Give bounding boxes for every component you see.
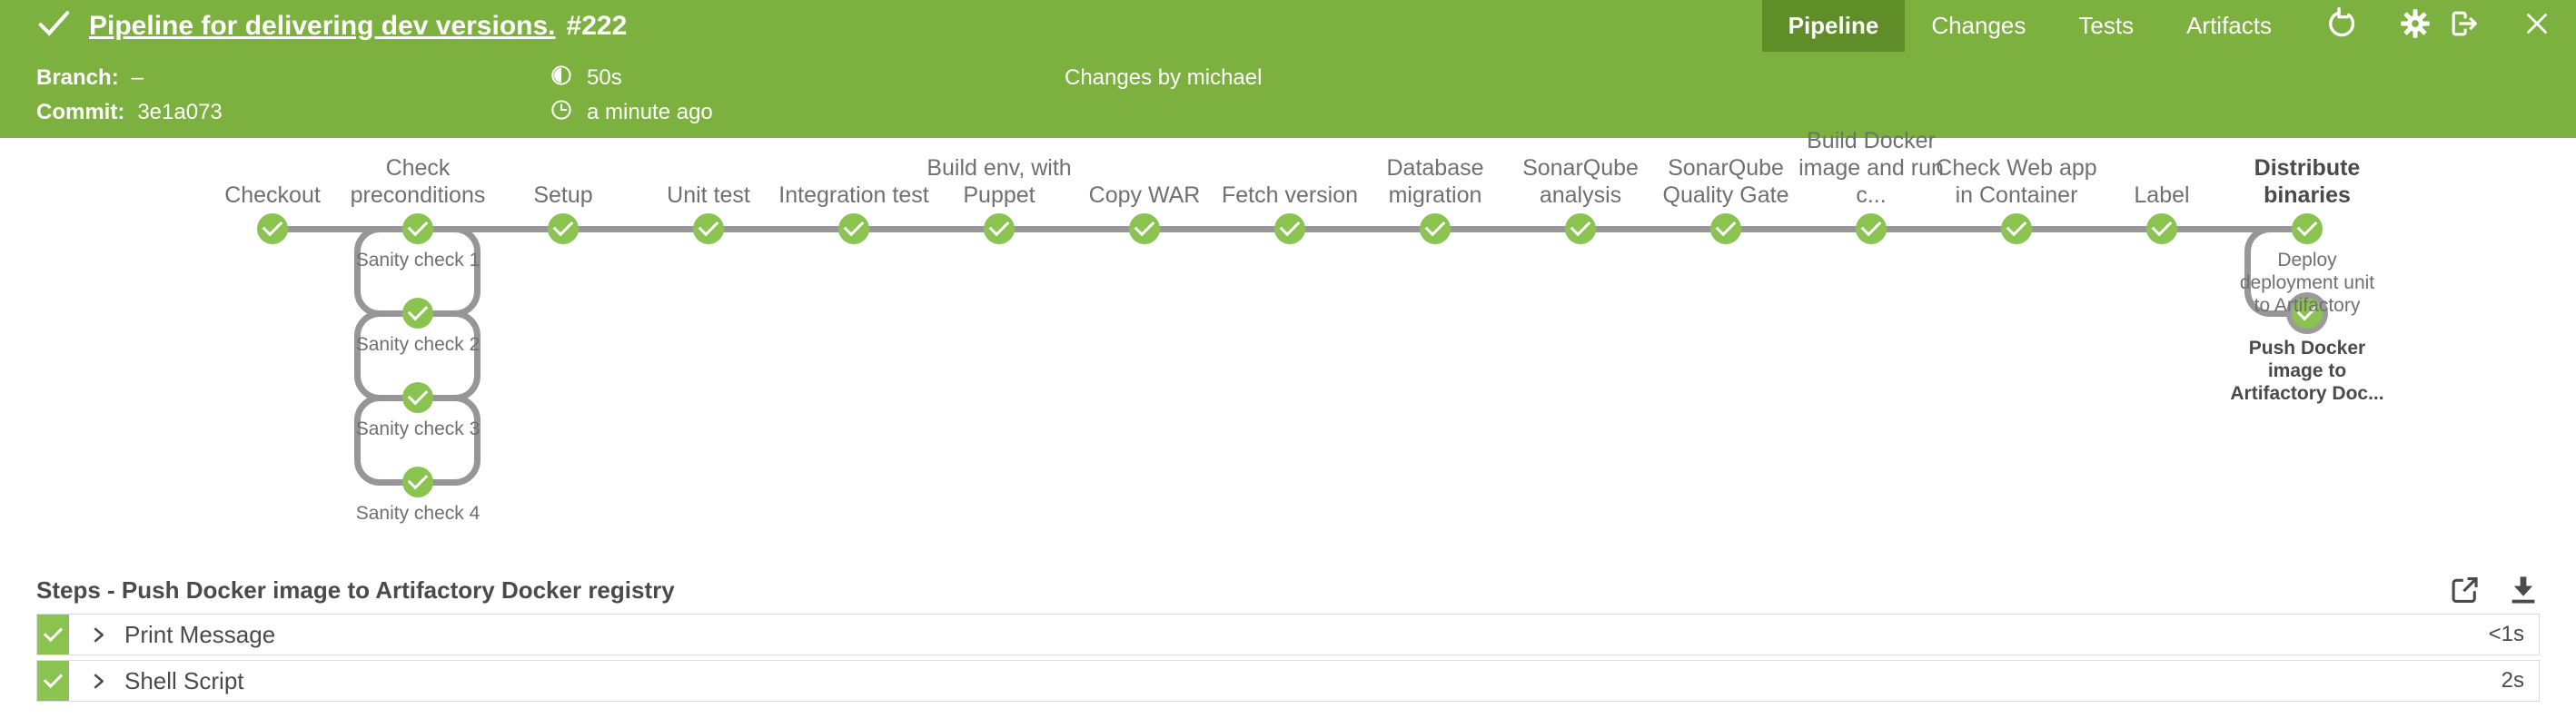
steps-title: Steps - Push Docker image to Artifactory… (36, 576, 675, 604)
stage-label-fetch-version: Fetch version (1221, 182, 1359, 208)
time-column: 50s a minute ago (549, 61, 713, 130)
branch-label-deploy-deployment-unit: Deploy deployment unit to Artifactory (2239, 250, 2375, 316)
tab-pipeline[interactable]: Pipeline (1761, 0, 1906, 52)
branch-label-sanity-check-4: Sanity check 4 (355, 503, 481, 524)
chevron-right-icon[interactable] (91, 672, 106, 691)
run-number: #222 (566, 10, 628, 41)
settings-button[interactable] (2391, 0, 2440, 52)
steps-toolbar (2447, 573, 2540, 607)
parallel-connector (2244, 226, 2311, 317)
stage-label-check-web-app: Check Web app in Container (1936, 155, 2097, 208)
exit-to-classic-button[interactable] (2440, 0, 2489, 52)
tab-changes[interactable]: Changes (1931, 12, 2026, 39)
completed-row: a minute ago (549, 95, 713, 130)
branch-label-sanity-check-2: Sanity check 2 (355, 334, 481, 355)
node-check-web-app[interactable] (2001, 213, 2032, 244)
steps-header: Steps - Push Docker image to Artifactory… (36, 572, 2540, 608)
branch-commit-column: Branch: – Commit: 3e1a073 (36, 61, 223, 130)
close-button[interactable] (2512, 0, 2561, 52)
duration-value: 50s (587, 65, 622, 90)
branch-value: – (131, 65, 144, 90)
step-label: Print Message (124, 620, 276, 648)
node-fetch-version[interactable] (1274, 213, 1305, 244)
completed-value: a minute ago (587, 100, 713, 124)
duration-row: 50s (549, 61, 713, 95)
stage-label-copy-war: Copy WAR (1088, 182, 1201, 208)
node-sanity-check-1[interactable] (402, 213, 433, 244)
stage-label-distribute-binaries: Distribute binaries (2254, 155, 2361, 208)
stage-label-build-env: Build env, with Puppet (926, 155, 1072, 208)
stage-label-label: Label (2134, 182, 2190, 208)
settings-icon (2399, 7, 2432, 44)
open-in-new-tab-icon[interactable] (2447, 573, 2482, 607)
node-deploy-deployment-unit[interactable] (2292, 213, 2323, 244)
node-copy-war[interactable] (1129, 213, 1160, 244)
node-sonarqube-analysis[interactable] (1565, 213, 1596, 244)
commit-value: 3e1a073 (137, 100, 223, 124)
stage-label-checkout: Checkout (224, 182, 321, 208)
changes-author: Changes by michael (1065, 65, 1263, 90)
node-label[interactable] (2146, 213, 2177, 244)
run-header: Pipeline for delivering dev versions. #2… (0, 0, 2576, 138)
stage-label-build-docker-image: Build Docker image and run c... (1798, 128, 1944, 208)
stage-label-integration-test: Integration test (778, 182, 929, 208)
node-unit-test[interactable] (693, 213, 724, 244)
node-sanity-check-3[interactable] (402, 382, 433, 413)
stage-label-sonarqube-quality-gate: SonarQube Quality Gate (1662, 155, 1789, 208)
branch-row: Branch: – (36, 61, 223, 95)
branch-label: Branch: (36, 65, 119, 90)
step-status-success-icon (37, 661, 69, 701)
step-row-shell-script[interactable]: Shell Script 2s (36, 660, 2540, 702)
node-build-env[interactable] (984, 213, 1015, 244)
close-icon (2522, 8, 2552, 44)
step-duration: <1s (2488, 622, 2524, 646)
step-label: Shell Script (124, 666, 244, 694)
node-push-docker-image-selected[interactable] (2292, 298, 2323, 329)
tab-artifacts[interactable]: Artifacts (2186, 12, 2272, 39)
node-sonarqube-quality-gate[interactable] (1710, 213, 1741, 244)
tab-tests[interactable]: Tests (2078, 12, 2135, 39)
stage-label-database-migration: Database migration (1386, 155, 1484, 208)
node-sanity-check-4[interactable] (402, 467, 433, 497)
node-database-migration[interactable] (1420, 213, 1451, 244)
step-status-success-icon (37, 615, 69, 654)
branch-label-push-docker-image: Push Docker image to Artifactory Doc... (2230, 338, 2384, 404)
node-build-docker-image[interactable] (1856, 213, 1887, 244)
tab-bar: Pipeline Changes Tests Artifacts (1761, 0, 2298, 52)
branch-label-sanity-check-1: Sanity check 1 (355, 250, 481, 271)
commit-label: Commit: (36, 100, 125, 124)
rerun-button[interactable] (2318, 0, 2367, 52)
rerun-icon (2326, 7, 2359, 44)
stage-label-sonarqube-analysis: SonarQube analysis (1522, 155, 1639, 208)
branch-label-sanity-check-3: Sanity check 3 (355, 418, 481, 439)
steps-section: Steps - Push Docker image to Artifactory… (36, 572, 2540, 702)
stage-label-unit-test: Unit test (667, 182, 750, 208)
pipeline-graph: Checkout Check preconditions Setup Unit … (0, 128, 2576, 572)
download-log-icon[interactable] (2507, 574, 2540, 606)
stage-label-check-preconditions: Check preconditions (350, 155, 486, 208)
exit-icon (2448, 7, 2481, 44)
commit-row: Commit: 3e1a073 (36, 95, 223, 130)
chevron-right-icon[interactable] (91, 625, 106, 644)
run-title-link[interactable]: Pipeline for delivering dev versions. (89, 10, 556, 41)
check-icon (36, 7, 73, 44)
clock-icon (549, 97, 574, 129)
node-sanity-check-2[interactable] (402, 298, 433, 329)
node-integration-test[interactable] (838, 213, 869, 244)
timer-icon (549, 63, 574, 94)
node-setup[interactable] (548, 213, 579, 244)
stage-label-setup: Setup (533, 182, 593, 208)
run-info-bar: Branch: – Commit: 3e1a073 50s (0, 52, 2576, 138)
title-row: Pipeline for delivering dev versions. #2… (0, 0, 2576, 52)
step-duration: 2s (2501, 668, 2524, 693)
step-row-print-message[interactable]: Print Message <1s (36, 614, 2540, 655)
node-checkout[interactable] (257, 213, 288, 244)
